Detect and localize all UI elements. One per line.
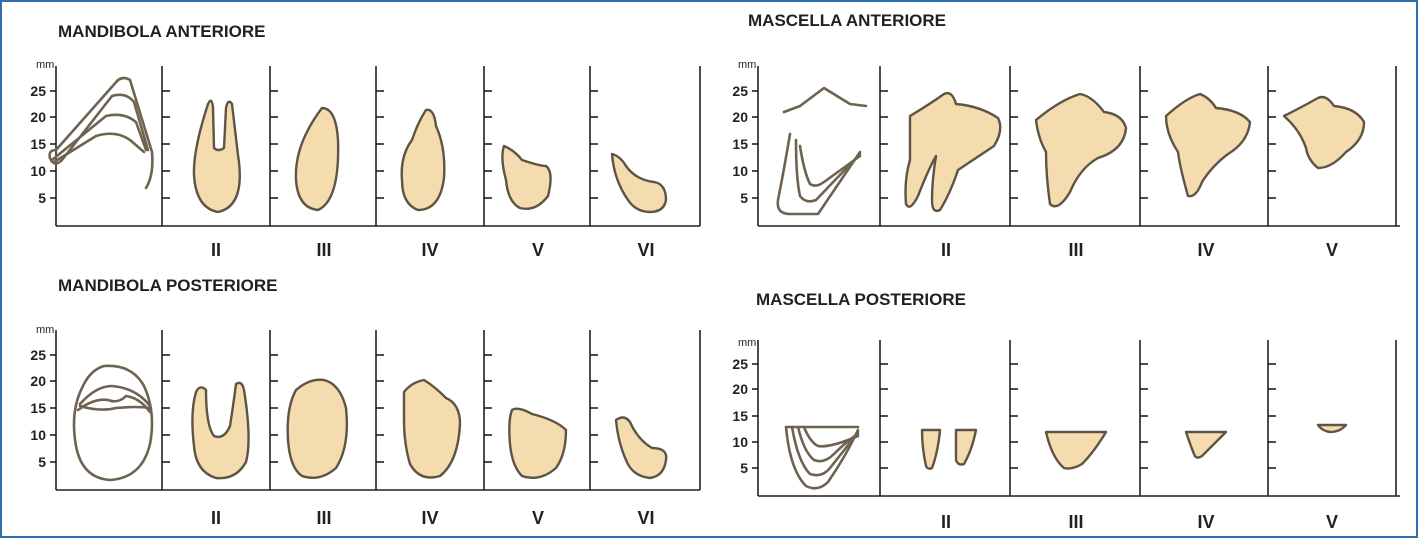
panel-mandibola-posteriore: MANDIBOLA POSTERIORE mm 25 20 15 10 5: [30, 276, 700, 528]
panel-mandibola-anteriore: MANDIBOLA ANTERIORE mm 25 20 15 10 5: [30, 22, 700, 260]
resorption-outline-overview: [778, 88, 866, 214]
bone-shape-vi: [612, 154, 666, 212]
bone-shape-iv: [1166, 94, 1250, 196]
unit-label: mm: [738, 337, 756, 349]
tick-label: 10: [732, 434, 748, 450]
y-axis: 25 20 15 10 5: [732, 340, 1400, 496]
tick-label: 20: [30, 373, 46, 389]
bone-shape-iii: [1046, 432, 1106, 469]
bone-shape-v: [509, 409, 566, 478]
bone-shape-ii: [192, 383, 248, 478]
column-label: II: [941, 512, 951, 532]
bone-shape-v: [1284, 97, 1364, 168]
panel-title: MANDIBOLA POSTERIORE: [58, 276, 277, 295]
column-label: V: [1326, 240, 1338, 260]
tick-label: 15: [30, 400, 46, 416]
column-label: IV: [421, 240, 438, 260]
tick-label: 10: [30, 163, 46, 179]
column-label: IV: [1197, 512, 1214, 532]
bone-shape-v: [502, 146, 550, 209]
tick-label: 25: [30, 347, 46, 363]
column-label: III: [1068, 512, 1083, 532]
tick-label: 10: [732, 163, 748, 179]
column-label: VI: [637, 240, 654, 260]
tick-label: 15: [732, 136, 748, 152]
tick-label: 20: [30, 109, 46, 125]
bone-shape-ii: [906, 93, 1001, 211]
column-label: III: [316, 508, 331, 528]
tick-label: 15: [30, 136, 46, 152]
tick-label: 15: [732, 408, 748, 424]
bone-shape-iv: [402, 110, 445, 210]
panel-mascella-posteriore: MASCELLA POSTERIORE mm 25 20 15 10 5: [732, 290, 1400, 532]
y-axis: 25 20 15 10 5: [30, 66, 700, 226]
bone-shape-ii-b: [956, 430, 976, 465]
bone-shape-iii: [288, 380, 347, 478]
column-label: II: [941, 240, 951, 260]
bone-shape-vi: [616, 417, 666, 478]
unit-label: mm: [36, 324, 54, 336]
tick-label: 5: [38, 190, 46, 206]
tick-label: 25: [30, 83, 46, 99]
column-label: III: [316, 240, 331, 260]
column-dividers: [880, 340, 1396, 496]
unit-label: mm: [738, 59, 756, 71]
tick-label: 20: [732, 109, 748, 125]
bone-shape-iii: [296, 108, 338, 210]
tick-label: 25: [732, 83, 748, 99]
resorption-outline-overview: [50, 78, 153, 188]
bone-shape-ii: [194, 101, 240, 212]
bone-shape-iv: [404, 380, 460, 478]
tick-label: 5: [38, 454, 46, 470]
bone-shape-iii: [1036, 94, 1126, 206]
panel-mascella-anteriore: MASCELLA ANTERIORE mm 25 20 15 10 5: [732, 11, 1400, 260]
tick-label: 25: [732, 356, 748, 372]
bone-shape-iv: [1186, 432, 1226, 458]
column-label: II: [211, 508, 221, 528]
column-label: IV: [421, 508, 438, 528]
column-label: V: [1326, 512, 1338, 532]
tick-label: 20: [732, 381, 748, 397]
tick-label: 5: [740, 190, 748, 206]
column-label: II: [211, 240, 221, 260]
resorption-outline-overview: [786, 427, 858, 488]
bone-shape-v: [1318, 425, 1346, 432]
panel-title: MASCELLA POSTERIORE: [756, 290, 966, 309]
column-label: IV: [1197, 240, 1214, 260]
panel-title: MANDIBOLA ANTERIORE: [58, 22, 265, 41]
resorption-outline-overview: [74, 366, 152, 480]
column-label: V: [532, 240, 544, 260]
panel-title: MASCELLA ANTERIORE: [748, 11, 946, 30]
tick-label: 5: [740, 460, 748, 476]
column-label: V: [532, 508, 544, 528]
column-label: III: [1068, 240, 1083, 260]
column-label: VI: [637, 508, 654, 528]
tick-label: 10: [30, 427, 46, 443]
unit-label: mm: [36, 59, 54, 71]
bone-shape-ii-a: [922, 430, 940, 469]
y-axis: 25 20 15 10 5: [30, 330, 700, 490]
